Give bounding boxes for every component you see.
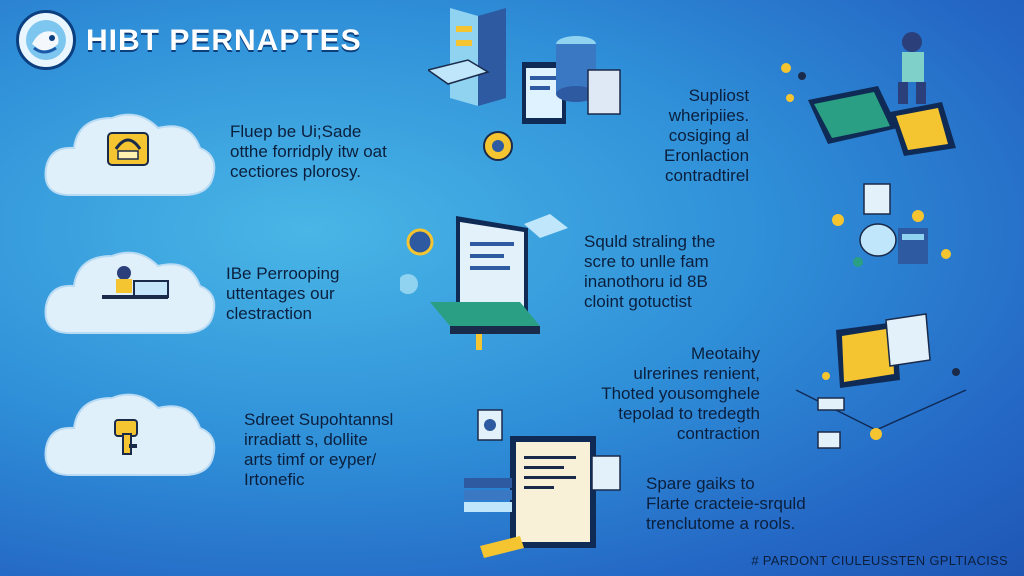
text-line: Fluep be Ui;Sade — [230, 122, 362, 141]
text-line: contradtirel — [664, 166, 750, 185]
text-line: trenclutome a rools. — [646, 514, 796, 533]
text-line: ulrerines renient, — [633, 364, 760, 383]
right-item-2-text: Meotaihy ulrerines renient, Thoted youso… — [596, 344, 760, 444]
document-desk-illustration — [398, 206, 580, 361]
text-line: tepolad to tredegth — [618, 404, 760, 423]
text-line: cloint gotuctist — [584, 292, 692, 311]
text-line: scre to unlle fam — [584, 252, 709, 271]
right-item-1-text: Supliost wheripiies. cosiging al Eronlac… — [664, 86, 749, 186]
text-line: inanothoru id 8B — [584, 272, 708, 291]
text-line: IBe Perrooping — [226, 264, 340, 283]
person-workstation-illustration — [778, 28, 978, 193]
text-line: Irtonefic — [244, 470, 305, 489]
books-document-illustration — [460, 406, 630, 571]
text-line: Spare gaiks to — [646, 474, 755, 493]
text-line: uttentages our — [226, 284, 335, 303]
logo-badge — [16, 10, 76, 70]
text-line: cosiging al — [668, 126, 750, 145]
text-line: wheripiies. — [668, 106, 750, 125]
center-item-1-text: Squld straling the scre to unlle fam ina… — [584, 232, 715, 312]
left-item-2-text: IBe Perrooping uttentages our clestracti… — [226, 264, 339, 324]
text-line: otthe forridply itw oat — [230, 142, 387, 161]
text-line: cectiores plorosy. — [230, 162, 362, 181]
server-stack-illustration — [426, 6, 628, 171]
text-line: contraction — [676, 424, 760, 443]
logo-icon — [26, 20, 66, 60]
text-line: clestraction — [226, 304, 312, 323]
text-line: Sdreet Supohtannsl — [244, 410, 394, 429]
left-item-3-text: Sdreet Supohtannsl irradiatt s, dollite … — [244, 410, 393, 490]
text-line: Meotaihy — [691, 344, 760, 363]
left-item-1-text: Fluep be Ui;Sade otthe forridply itw oat… — [230, 122, 387, 182]
text-line: Supliost — [688, 86, 750, 105]
text-line: Squld straling the — [584, 232, 716, 251]
center-item-2-text: Spare gaiks to Flarte cracteie-srquld tr… — [646, 474, 806, 534]
folder-icon — [100, 122, 156, 172]
worker-desk-icon — [96, 260, 176, 306]
monitor-network-illustration — [786, 310, 976, 465]
cloud-network-illustration — [818, 180, 968, 285]
footer-caption: # PARDONT CIULEUSSTEN GPLTIACISS — [751, 553, 1008, 568]
text-line: Eronlaction — [664, 146, 750, 165]
page-title: HIBT PERNAPTES — [86, 24, 362, 57]
key-icon — [106, 412, 146, 460]
text-line: arts timf or eyper/ — [244, 450, 377, 469]
text-line: irradiatt s, dollite — [244, 430, 368, 449]
text-line: Thoted yousomghele — [601, 384, 760, 403]
text-line: Flarte cracteie-srquld — [646, 494, 806, 513]
